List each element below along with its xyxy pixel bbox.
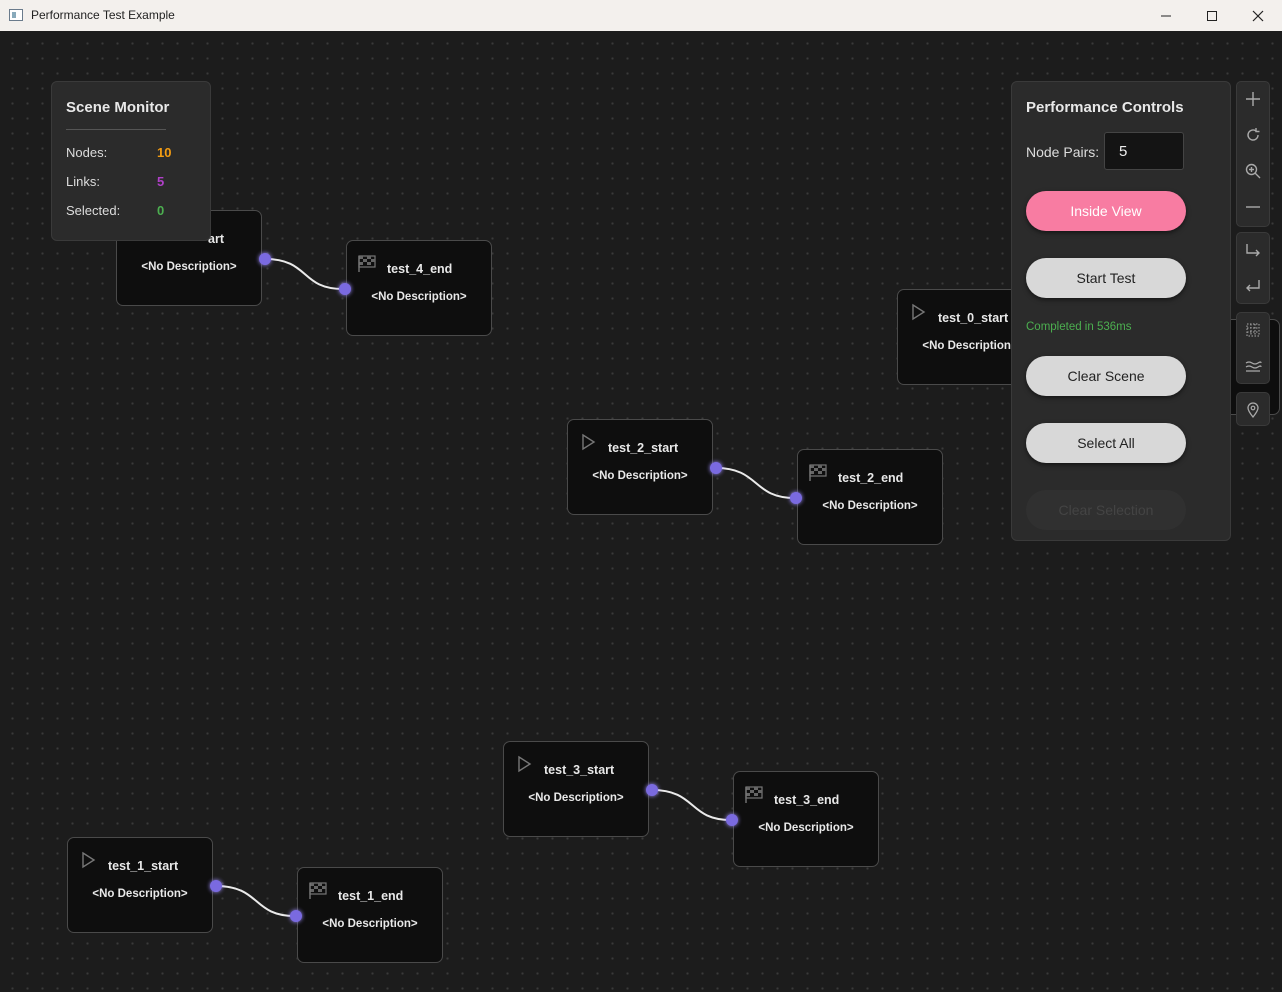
links-count: 5 bbox=[157, 174, 165, 189]
node-pairs-input[interactable] bbox=[1104, 132, 1184, 170]
zoom-in-button[interactable] bbox=[1237, 154, 1269, 188]
select-all-button[interactable]: Select All bbox=[1026, 423, 1186, 463]
node-title: test_1_start bbox=[108, 859, 179, 873]
selected-label: Selected: bbox=[66, 203, 121, 218]
play-icon bbox=[912, 303, 926, 321]
grid-toolbar bbox=[1236, 312, 1270, 384]
flag-icon bbox=[309, 882, 327, 899]
app-icon bbox=[9, 9, 23, 21]
node-description: <No Description> bbox=[822, 500, 918, 512]
input-port[interactable] bbox=[290, 910, 302, 922]
minimize-button[interactable] bbox=[1143, 0, 1189, 31]
node-test-4-end[interactable]: test_4_end <No Description> bbox=[346, 240, 492, 336]
output-port[interactable] bbox=[210, 880, 222, 892]
add-button[interactable] bbox=[1237, 82, 1269, 116]
node-title: test_4_end bbox=[387, 262, 453, 276]
return-button[interactable] bbox=[1237, 269, 1269, 303]
maximize-button[interactable] bbox=[1189, 0, 1235, 31]
node-description: <No Description> bbox=[592, 470, 688, 482]
waves-button[interactable] bbox=[1237, 349, 1269, 383]
nodes-label: Nodes: bbox=[66, 145, 108, 160]
grid-button[interactable] bbox=[1237, 313, 1269, 347]
selected-count: 0 bbox=[157, 203, 165, 218]
link-test-4 bbox=[264, 258, 344, 290]
close-button[interactable] bbox=[1235, 0, 1281, 31]
maximize-icon bbox=[1207, 10, 1217, 21]
play-icon bbox=[82, 851, 96, 869]
performance-controls-panel: Performance Controls Node Pairs: Inside … bbox=[1011, 81, 1231, 541]
location-button[interactable] bbox=[1237, 393, 1269, 427]
start-test-button[interactable]: Start Test bbox=[1026, 258, 1186, 298]
node-test-2-end[interactable]: test_2_end <No Description> bbox=[797, 449, 943, 545]
window-title: Performance Test Example bbox=[31, 8, 175, 22]
input-port[interactable] bbox=[726, 814, 738, 826]
reset-view-button[interactable] bbox=[1237, 118, 1269, 152]
link-toolbar bbox=[1236, 232, 1270, 304]
node-pairs-label: Node Pairs: bbox=[1026, 144, 1100, 160]
link-test-1 bbox=[215, 885, 296, 917]
play-icon bbox=[518, 755, 532, 773]
waves-icon bbox=[1245, 361, 1262, 372]
location-pin-icon bbox=[1247, 402, 1259, 419]
zoom-in-icon bbox=[1245, 163, 1261, 179]
plus-icon bbox=[1246, 92, 1260, 106]
output-port[interactable] bbox=[259, 253, 271, 265]
node-description: <No Description> bbox=[528, 792, 624, 804]
clear-selection-button: Clear Selection bbox=[1026, 490, 1186, 530]
node-description: <No Description> bbox=[92, 888, 188, 900]
link-test-2 bbox=[715, 467, 796, 499]
clear-scene-button[interactable]: Clear Scene bbox=[1026, 356, 1186, 396]
grid-icon bbox=[1246, 323, 1260, 337]
output-port[interactable] bbox=[710, 462, 722, 474]
node-title: test_3_end bbox=[774, 793, 840, 807]
flag-icon bbox=[809, 464, 827, 481]
node-title: test_2_start bbox=[608, 441, 679, 455]
node-test-2-start[interactable]: test_2_start <No Description> bbox=[567, 419, 713, 515]
node-title: test_3_start bbox=[544, 763, 615, 777]
zoom-out-button[interactable] bbox=[1237, 190, 1269, 224]
links-layer bbox=[215, 258, 796, 917]
node-title: test_1_end bbox=[338, 889, 404, 903]
status-text: Completed in 536ms bbox=[1026, 321, 1132, 333]
performance-controls-title: Performance Controls bbox=[1026, 99, 1184, 116]
flag-icon bbox=[745, 786, 763, 803]
link-test-3 bbox=[651, 789, 732, 821]
scene-monitor-panel: Scene Monitor Nodes: 10 Links: 5 Selecte… bbox=[51, 81, 211, 241]
node-test-3-end[interactable]: test_3_end <No Description> bbox=[733, 771, 879, 867]
node-description: <No Description> bbox=[322, 918, 418, 930]
flag-icon bbox=[358, 255, 376, 272]
node-description: <No Description> bbox=[371, 291, 467, 303]
node-title: art bbox=[208, 232, 224, 246]
minimize-icon bbox=[1161, 15, 1171, 16]
nodes-count: 10 bbox=[157, 145, 172, 160]
node-title: test_0_start bbox=[938, 311, 1009, 325]
minus-icon bbox=[1246, 206, 1260, 208]
input-port[interactable] bbox=[790, 492, 802, 504]
node-test-1-end[interactable]: test_1_end <No Description> bbox=[297, 867, 443, 963]
input-port[interactable] bbox=[339, 283, 351, 295]
node-test-3-start[interactable]: test_3_start <No Description> bbox=[503, 741, 649, 837]
return-icon bbox=[1246, 280, 1260, 292]
view-toolbar bbox=[1236, 81, 1270, 227]
divider bbox=[66, 129, 166, 130]
scene-monitor-title: Scene Monitor bbox=[66, 99, 170, 116]
output-port[interactable] bbox=[646, 784, 658, 796]
inside-view-button[interactable]: Inside View bbox=[1026, 191, 1186, 231]
route-icon bbox=[1246, 244, 1260, 257]
node-title: test_2_end bbox=[838, 471, 904, 485]
node-description: <No Description> bbox=[922, 340, 1018, 352]
node-description: <No Description> bbox=[141, 261, 237, 273]
title-bar: Performance Test Example bbox=[0, 0, 1282, 32]
close-icon bbox=[1252, 10, 1264, 21]
route-button[interactable] bbox=[1237, 233, 1269, 267]
pin-toolbar bbox=[1236, 392, 1270, 426]
links-label: Links: bbox=[66, 174, 100, 189]
play-icon bbox=[582, 433, 596, 451]
node-test-1-start[interactable]: test_1_start <No Description> bbox=[67, 837, 213, 933]
refresh-icon bbox=[1247, 128, 1260, 141]
node-description: <No Description> bbox=[758, 822, 854, 834]
